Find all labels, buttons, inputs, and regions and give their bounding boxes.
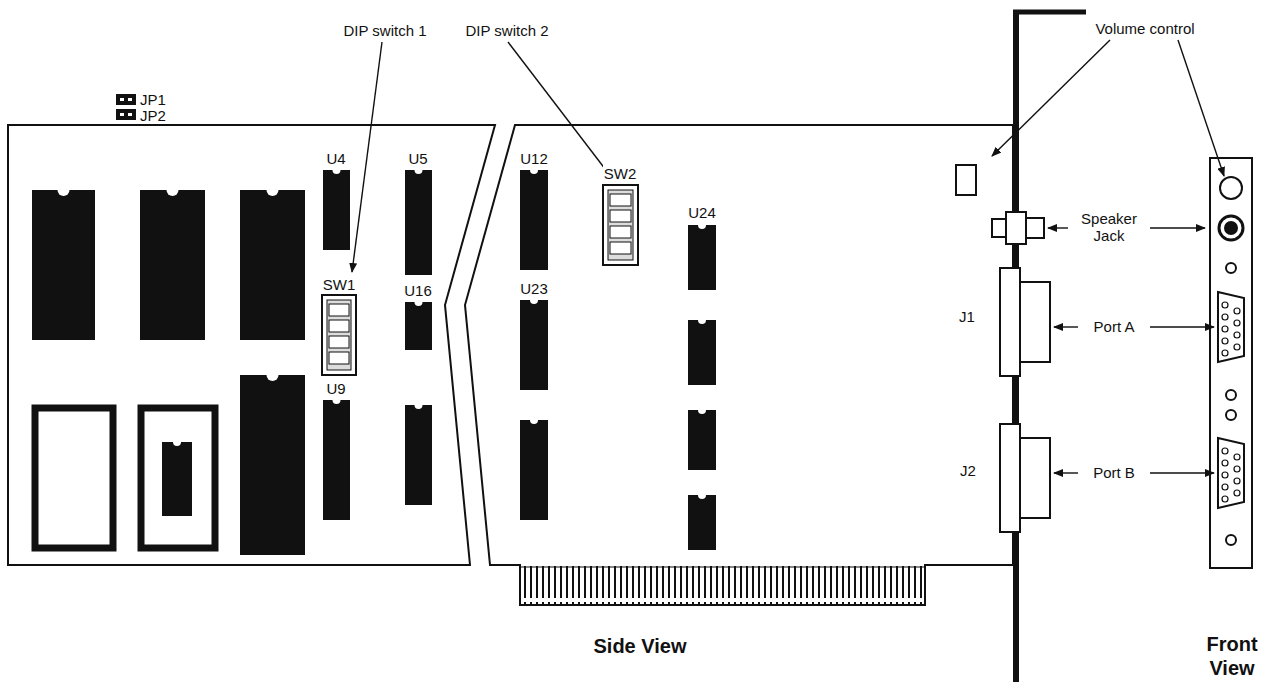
- part-name: SW2: [603, 165, 638, 182]
- callout-label: Volume control: [1094, 20, 1195, 37]
- socket: [141, 408, 215, 548]
- connector-pins: [1222, 302, 1240, 502]
- part-name: JP1: [139, 91, 167, 108]
- part-name: JP2: [139, 107, 167, 124]
- card-left-piece: [8, 125, 495, 565]
- callout-label: Speaker Jack: [1069, 210, 1149, 244]
- callout-label: DIP switch 2: [464, 22, 549, 39]
- chips: [32, 166, 716, 555]
- empty-socket: [35, 408, 113, 548]
- part-name: U23: [519, 280, 549, 297]
- dip-switch: [322, 295, 356, 375]
- dip-switch: [603, 185, 638, 265]
- jumper: [116, 94, 136, 105]
- part-name: U12: [519, 150, 549, 167]
- part-name: SW1: [322, 276, 357, 293]
- callout-label: Port B: [1092, 464, 1136, 481]
- part-name: J1: [958, 308, 976, 325]
- part-name: U5: [407, 150, 428, 167]
- part-name: U9: [325, 380, 346, 397]
- view-title: Front View: [1191, 632, 1273, 680]
- edge-connector: [521, 566, 924, 604]
- card-right-piece: [465, 125, 1013, 605]
- speaker-jack: [992, 212, 1044, 244]
- callout-label: Port A: [1093, 318, 1136, 335]
- front-bracket: [1210, 158, 1252, 568]
- part-name: J2: [959, 462, 977, 479]
- view-title: Side View: [592, 634, 687, 658]
- part-name: U24: [687, 204, 717, 221]
- volume-control: [956, 165, 976, 195]
- part-name: U4: [325, 150, 346, 167]
- jumper: [116, 109, 136, 120]
- callout-label: DIP switch 1: [342, 22, 427, 39]
- leader-lines: [352, 40, 1224, 473]
- part-name: U16: [403, 282, 433, 299]
- connector-side: [1000, 268, 1050, 532]
